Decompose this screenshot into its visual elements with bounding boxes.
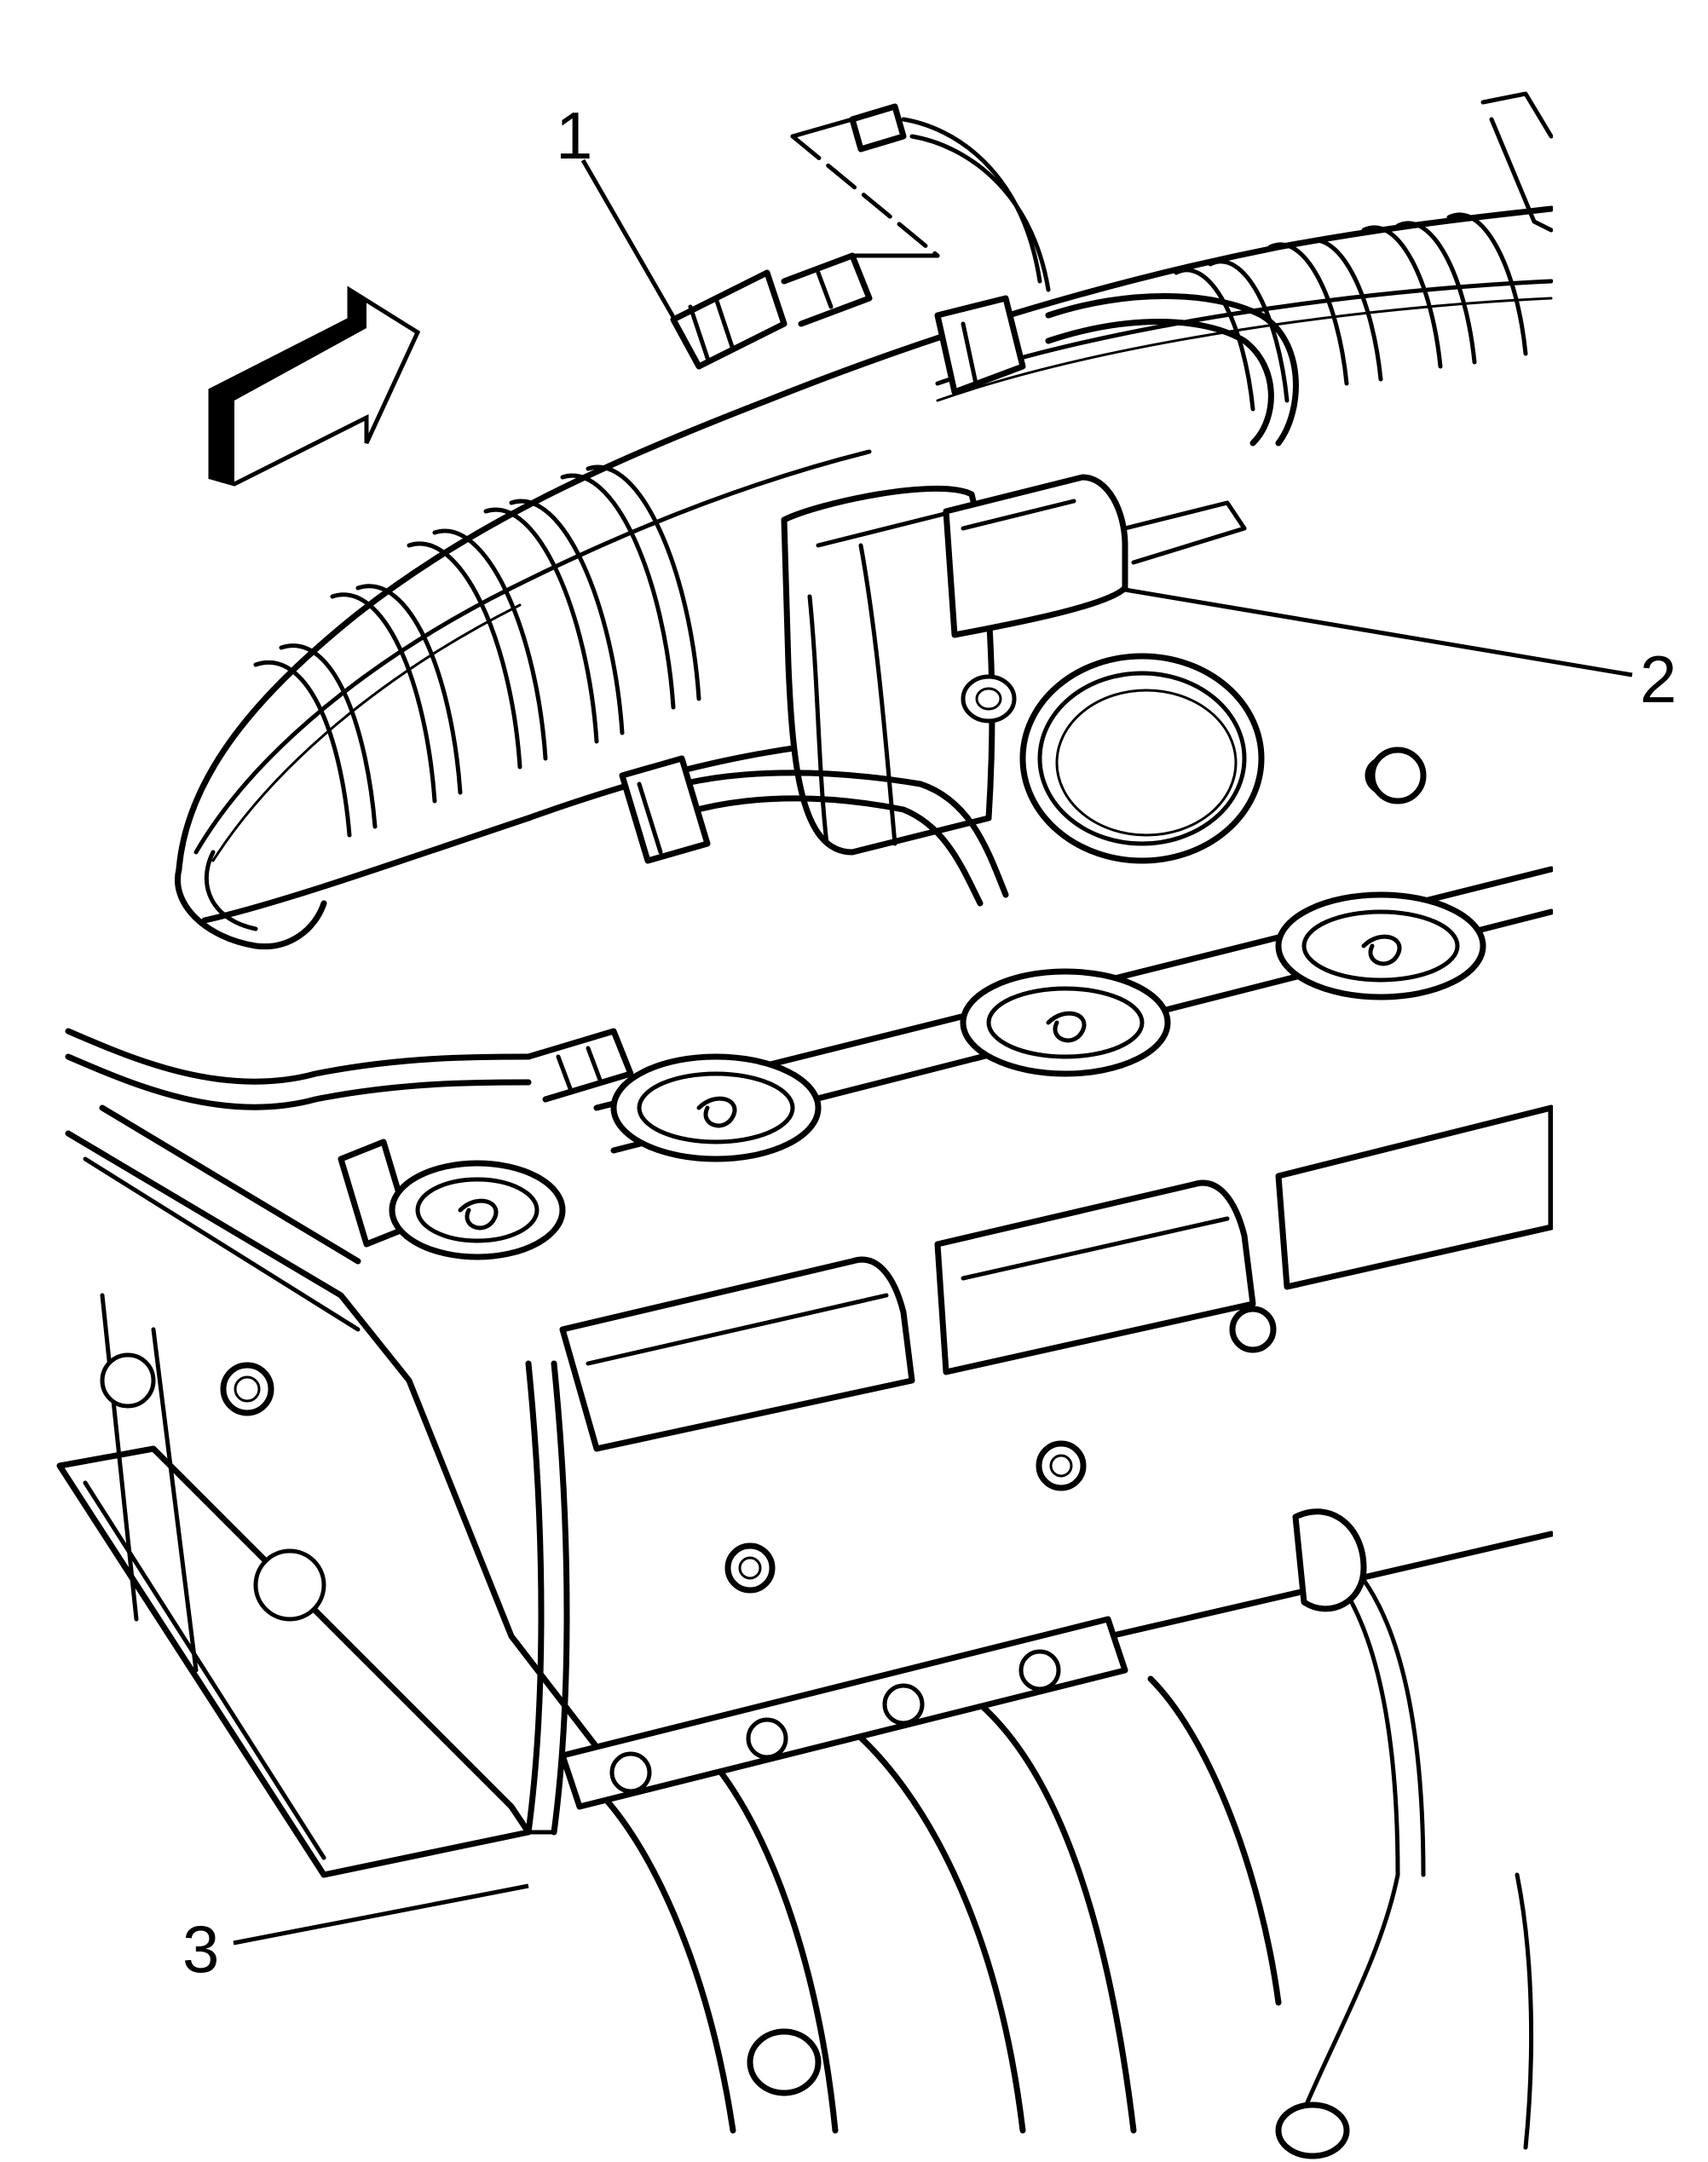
intake-manifold — [175, 91, 1555, 950]
wiring-harness — [65, 103, 1299, 1836]
callout-2-leader — [1124, 587, 1633, 677]
callout-3-leader — [233, 1883, 529, 1946]
callout-leaders — [233, 159, 1633, 1946]
front-direction-arrow-icon — [208, 285, 421, 487]
cam-cover — [56, 747, 1555, 1878]
exhaust-manifold — [559, 1508, 1534, 2159]
callout-1-label: 1 — [556, 98, 593, 173]
callout-2-label: 2 — [1640, 642, 1677, 717]
callout-3-label: 3 — [182, 1911, 220, 1986]
callout-1-leader — [580, 159, 676, 319]
